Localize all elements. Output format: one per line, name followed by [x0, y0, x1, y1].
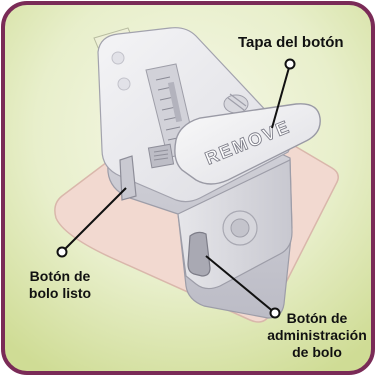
label-bolus-admin: Botón de administración de bolo — [262, 310, 372, 361]
label-bolus-ready-line-1: Botón de — [29, 268, 91, 284]
leader-admin — [205, 255, 281, 319]
label-button-cap: Tapa del botón — [238, 34, 344, 51]
indicator-scale — [155, 76, 183, 141]
button-cap — [174, 103, 321, 185]
label-bolus-ready: Botón de bolo listo — [14, 268, 106, 302]
label-bolus-admin-line-1: Botón de — [286, 310, 348, 326]
label-bolus-admin-line-3: de bolo — [292, 344, 342, 360]
square-button-ridges — [153, 149, 169, 161]
dimple-b — [117, 77, 131, 91]
label-bolus-ready-line-2: bolo listo — [28, 285, 92, 301]
front-port-inner — [230, 218, 250, 238]
leader-cap — [271, 58, 296, 129]
label-bolus-admin-line-2: administración — [267, 327, 367, 343]
dimple-a — [111, 51, 125, 65]
indicator-slider — [167, 81, 183, 123]
plunger-detail — [227, 93, 247, 111]
square-button — [147, 143, 175, 169]
leader-ready — [56, 187, 127, 258]
bolus-admin-button — [187, 231, 211, 277]
